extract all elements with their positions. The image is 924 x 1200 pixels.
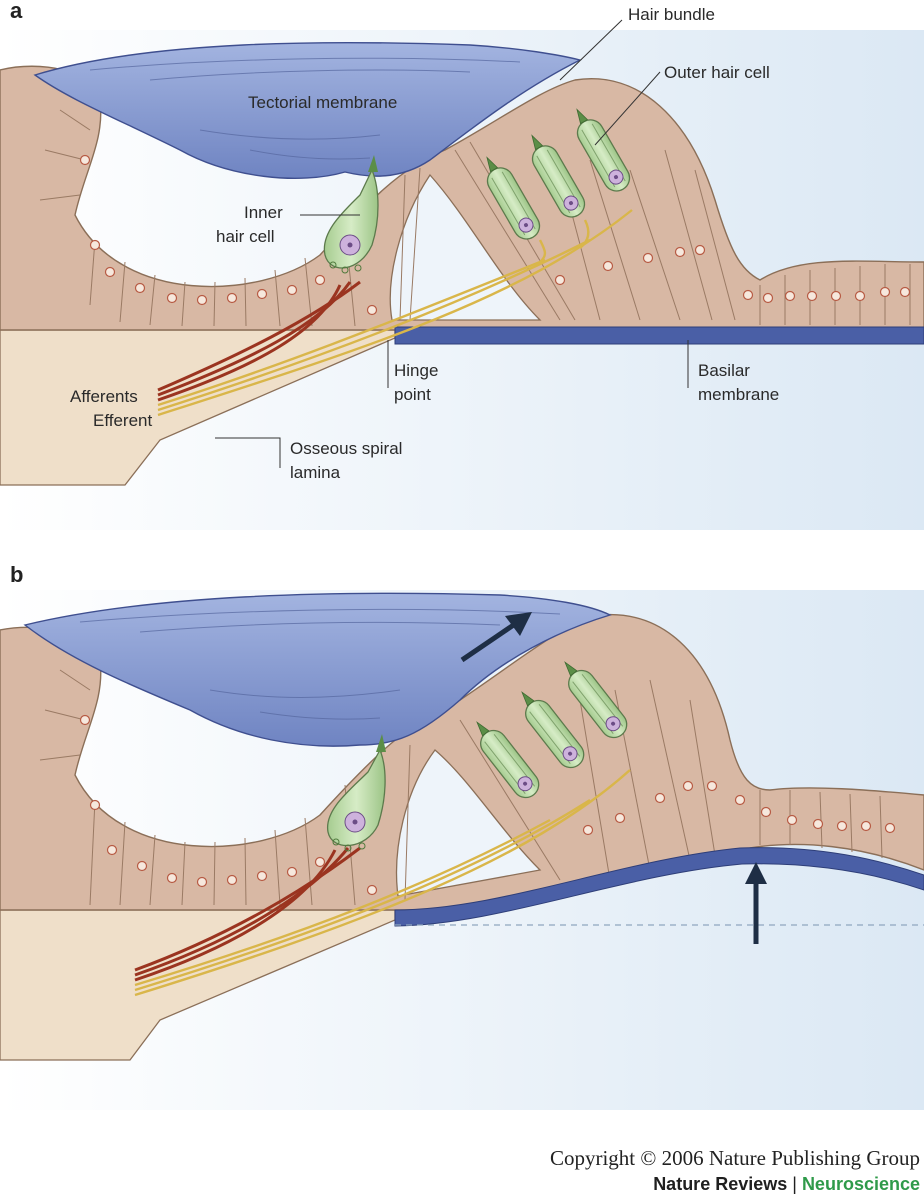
panel-b: b: [0, 562, 924, 1110]
label-osseous-spiral-2: lamina: [290, 463, 341, 482]
label-afferents: Afferents: [70, 387, 138, 406]
tectorial-striations-b: [79, 608, 561, 720]
leader-lines-a: [215, 19, 689, 468]
tunnel-of-corti-a: [389, 173, 542, 321]
inner-hair-cell-a: [323, 155, 379, 274]
journal-name: Nature Reviews: [653, 1174, 788, 1194]
label-hair-bundle: Hair bundle: [628, 5, 715, 24]
journal-brand: Nature Reviews | Neuroscience: [550, 1171, 920, 1197]
panel-a: a: [0, 0, 924, 530]
nerve-fibers-a: [157, 209, 633, 417]
tectorial-striations-a: [89, 57, 521, 160]
label-basilar-membrane-2: membrane: [698, 385, 779, 404]
label-efferent: Efferent: [93, 411, 153, 430]
label-inner-hair-cell-2: hair cell: [216, 227, 275, 246]
panel-a-letter: a: [10, 0, 23, 23]
tectorial-membrane-a: [33, 41, 583, 179]
label-inner-hair-cell-1: Inner: [244, 203, 283, 222]
label-hinge-point-1: Hinge: [394, 361, 438, 380]
inner-hair-cell-b: [327, 734, 386, 852]
basilar-membrane-a: [394, 326, 924, 345]
tectorial-membrane-b: [23, 592, 612, 747]
figure-credits: Copyright © 2006 Nature Publishing Group…: [550, 1145, 920, 1197]
copyright-text: Copyright © 2006 Nature Publishing Group: [549, 1146, 920, 1170]
label-outer-hair-cell: Outer hair cell: [664, 63, 770, 82]
journal-separator: |: [787, 1174, 802, 1194]
organ-of-corti-a: [0, 65, 924, 331]
journal-section: Neuroscience: [801, 1174, 920, 1194]
label-tectorial-membrane: Tectorial membrane: [248, 93, 397, 112]
label-osseous-spiral-1: Osseous spiral: [290, 439, 402, 458]
panel-b-letter: b: [10, 562, 23, 587]
shear-arrow: [460, 612, 532, 663]
tunnel-of-corti-b: [395, 749, 542, 897]
nerve-fibers-b: [134, 769, 631, 997]
organ-of-corti-b: [0, 613, 924, 911]
label-hinge-point-2: point: [394, 385, 431, 404]
basilar-membrane-b: [394, 847, 924, 927]
upward-arrow: [745, 862, 767, 944]
label-basilar-membrane-1: Basilar: [698, 361, 750, 380]
